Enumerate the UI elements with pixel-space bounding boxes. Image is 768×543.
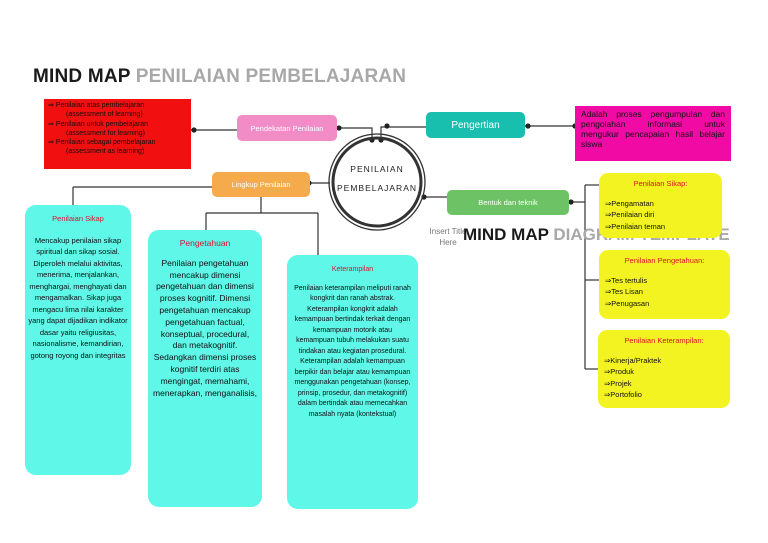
panel-body: Mencakup penilaian sikap spiritual dan s… xyxy=(28,235,128,360)
node-bentuk: Bentuk dan teknik xyxy=(447,190,569,215)
list-item: ⇒Projek xyxy=(604,378,632,388)
panel-heading: Penilaian Sikap xyxy=(52,214,104,223)
list-item: ⇒Kinerja/Praktek xyxy=(604,355,662,365)
panel-body: Penilaian keterampilan meliputi ranah ko… xyxy=(294,284,411,418)
center-line1: PENILAIAN xyxy=(350,164,404,174)
arrow-bullet-icon: ⇒ xyxy=(604,378,611,388)
arrow-bullet-icon: ⇒ xyxy=(605,275,612,285)
list-item: ⇒Penilaian teman xyxy=(605,221,666,231)
list-item-sub: (assessment for learning) xyxy=(66,129,145,137)
pengetahuan-panel: Pengetahuan Penilaian pengetahuan mencak… xyxy=(148,230,262,507)
arrow-bullet-icon: ⇒ xyxy=(605,287,612,296)
center-node: PENILAIAN PEMBELAJARAN xyxy=(327,160,427,198)
list-item: ⇒Penugasan xyxy=(605,298,650,308)
box-heading: Penilaian Pengetahuan: xyxy=(624,256,705,265)
page-title: MIND MAP PENILAIAN PEMBELAJARAN xyxy=(33,66,407,87)
arrow-bullet-icon: ⇒ xyxy=(605,298,612,308)
arrow-bullet-icon: ⇒ xyxy=(48,120,54,128)
panel-heading: Keterampilan xyxy=(331,266,374,273)
list-item: ⇒ Penilaian untuk pembelajaran xyxy=(48,120,149,128)
sikap-panel: Penilaian Sikap Mencakup penilaian sikap… xyxy=(25,205,131,475)
list-item: ⇒Tes Lisan xyxy=(605,287,643,296)
definition-box: Adalah proses pengumpulan dan pengolahan… xyxy=(575,106,731,161)
list-item: ⇒ Penilaian atas pembelajaran xyxy=(48,102,145,109)
list-item: ⇒ Penilaian sebagai pembelajaran xyxy=(48,139,156,147)
arrow-bullet-icon: ⇒ xyxy=(48,102,54,109)
node-pendekatan: Pendekatan Penilaian xyxy=(237,115,337,141)
bentuk-pengetahuan-box: Penilaian Pengetahuan: ⇒Tes tertulis ⇒Te… xyxy=(599,250,730,319)
arrow-bullet-icon: ⇒ xyxy=(604,355,611,365)
node-lingkup: Lingkup Penilaian xyxy=(212,172,310,197)
arrow-bullet-icon: ⇒ xyxy=(605,198,612,208)
list-item: ⇒Penilaian diri xyxy=(605,210,655,219)
list-item: ⇒Portofolio xyxy=(604,390,642,399)
bentuk-keterampilan-box: Penilaian Keterampilan: ⇒Kinerja/Praktek… xyxy=(598,330,730,408)
box-heading: Penilaian Sikap: xyxy=(633,179,688,188)
keterampilan-panel: Keterampilan Penilaian keterampilan meli… xyxy=(287,255,418,509)
arrow-bullet-icon: ⇒ xyxy=(48,139,54,147)
list-item-sub: (assessment of learning) xyxy=(66,111,143,119)
arrow-bullet-icon: ⇒ xyxy=(605,221,612,231)
center-line2: PEMBELAJARAN xyxy=(336,183,418,193)
arrow-bullet-icon: ⇒ xyxy=(604,390,611,399)
list-item: ⇒Produk xyxy=(604,367,635,376)
placeholder-title: Insert Title Here xyxy=(429,227,467,247)
arrow-bullet-icon: ⇒ xyxy=(605,210,612,219)
list-item: ⇒Tes tertulis xyxy=(605,275,648,285)
arrow-bullet-icon: ⇒ xyxy=(604,367,611,376)
bentuk-sikap-box: Penilaian Sikap: ⇒Pengamatan ⇒Penilaian … xyxy=(599,173,722,238)
panel-heading: Pengetahuan xyxy=(179,238,231,248)
panel-body: Penilaian pengetahuan mencakup dimensi p… xyxy=(153,257,257,398)
list-item: ⇒Pengamatan xyxy=(605,198,654,208)
node-pengertian: Pengertian xyxy=(426,112,525,138)
list-item-sub: (assessment as learning) xyxy=(66,148,145,156)
box-heading: Penilaian Keterampilan: xyxy=(624,336,704,345)
pendekatan-list-box: ⇒ Penilaian atas pembelajaran (assessmen… xyxy=(44,99,191,169)
